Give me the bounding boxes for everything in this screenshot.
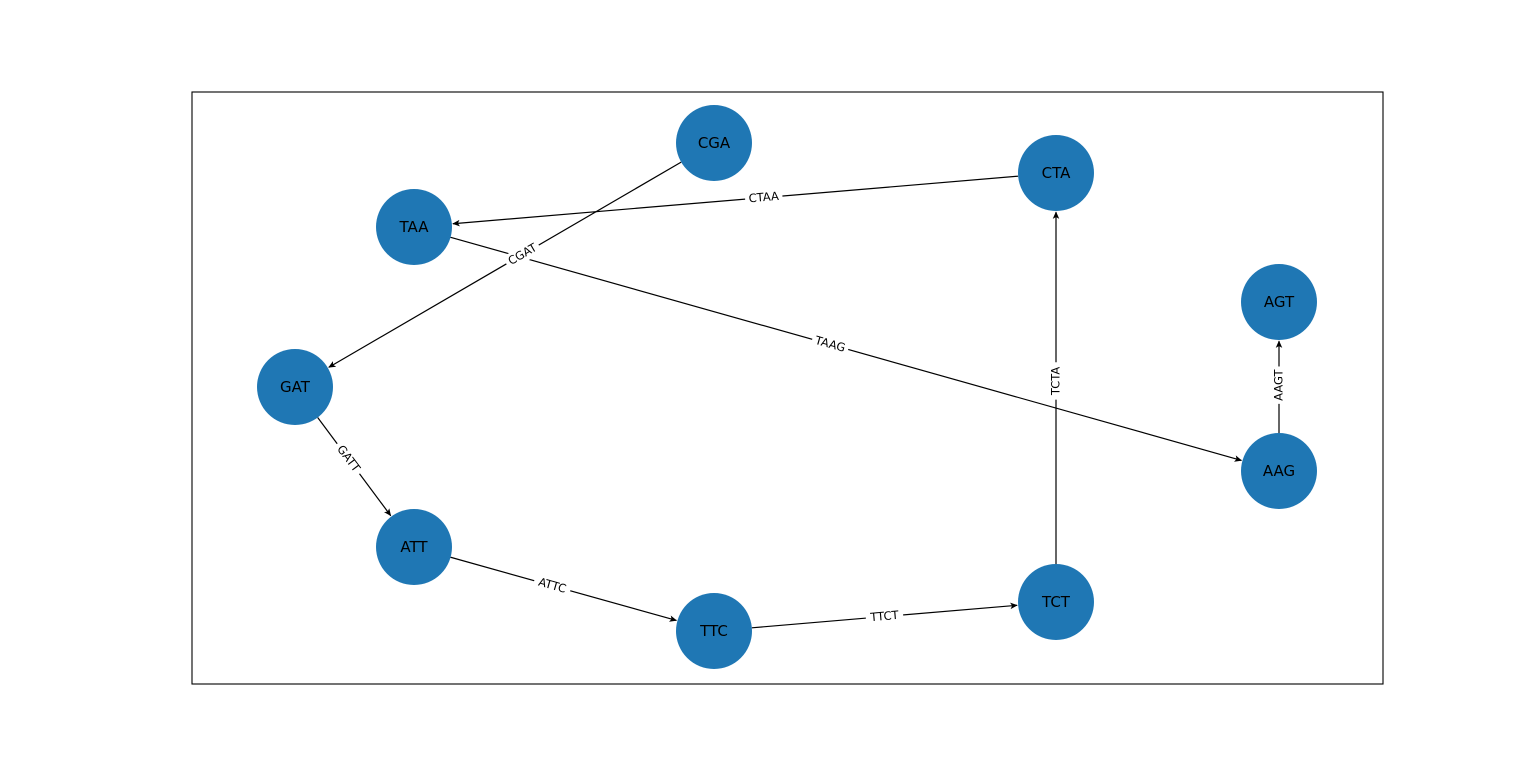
graph-node-cga[interactable]: CGA (676, 105, 752, 181)
plot-axes-frame (191, 91, 1384, 685)
edge-label-backdrop (502, 238, 543, 271)
node-circle-ttc[interactable] (676, 593, 752, 669)
node-label-agt: AGT (1264, 293, 1295, 311)
edge-label-group-ttct: TTCT (865, 606, 904, 627)
graph-node-gat[interactable]: GAT (257, 349, 333, 425)
edge-label-backdrop (810, 331, 851, 358)
node-circle-aag[interactable] (1241, 433, 1317, 509)
edge-label-tcta: TCTA (1049, 367, 1063, 397)
nodes-layer: CGA CTA TAA AGT GAT AAG ATT TCT TTC (257, 105, 1317, 669)
node-label-taa: TAA (399, 218, 430, 236)
edge-label-backdrop (744, 188, 784, 208)
graph-node-tct[interactable]: TCT (1018, 564, 1094, 640)
graph-edge-cta-taa (452, 175, 1019, 227)
graph-edge-cga-gat (328, 161, 682, 368)
graph-node-att[interactable]: ATT (376, 509, 452, 585)
edge-label-backdrop (1271, 366, 1287, 404)
node-circle-gat[interactable] (257, 349, 333, 425)
edge-label-group-taag: TAAG (810, 331, 851, 358)
node-label-cta: CTA (1042, 164, 1071, 182)
graph-node-taa[interactable]: TAA (376, 189, 452, 265)
node-circle-att[interactable] (376, 509, 452, 585)
edge-label-ttct: TTCT (869, 608, 900, 625)
edge-label-group-ctaa: CTAA (744, 188, 784, 208)
edge-label-backdrop (865, 606, 904, 627)
node-label-tct: TCT (1041, 593, 1071, 611)
edge-label-ctaa: CTAA (748, 189, 779, 205)
edge-label-group-tcta: TCTA (1048, 362, 1064, 400)
node-label-gat: GAT (280, 378, 311, 396)
edge-label-group-attc: ATTC (532, 572, 573, 599)
node-label-cga: CGA (698, 134, 731, 152)
node-circle-tct[interactable] (1018, 564, 1094, 640)
edge-label-group-aagt: AAGT (1271, 366, 1287, 404)
edge-label-backdrop (1048, 362, 1064, 400)
node-label-att: ATT (400, 538, 428, 556)
node-label-aag: AAG (1263, 462, 1295, 480)
graph-node-cta[interactable]: CTA (1018, 135, 1094, 211)
graph-node-aag[interactable]: AAG (1241, 433, 1317, 509)
graph-node-agt[interactable]: AGT (1241, 264, 1317, 340)
node-circle-cta[interactable] (1018, 135, 1094, 211)
node-label-ttc: TTC (699, 622, 728, 640)
edge-label-aagt: AAGT (1272, 369, 1286, 401)
node-circle-cga[interactable] (676, 105, 752, 181)
node-circle-agt[interactable] (1241, 264, 1317, 340)
edge-label-backdrop (532, 572, 573, 599)
graph-node-ttc[interactable]: TTC (676, 593, 752, 669)
node-circle-taa[interactable] (376, 189, 452, 265)
edge-label-backdrop (330, 438, 366, 479)
